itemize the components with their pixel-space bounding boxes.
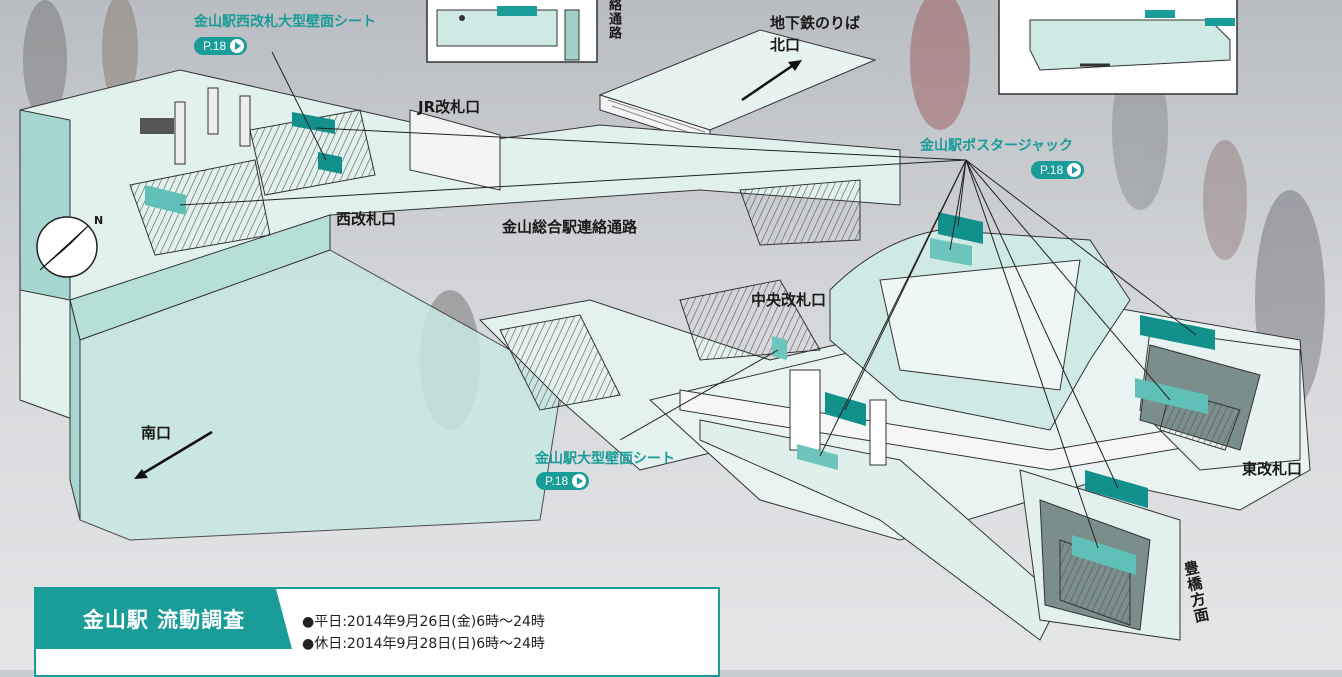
ad-panel xyxy=(1085,470,1148,508)
ad-panel xyxy=(318,152,342,174)
ad-panel xyxy=(1135,378,1208,414)
compass-north-label: N xyxy=(94,214,104,227)
compass-icon xyxy=(36,216,98,278)
ad-panel xyxy=(1072,535,1136,575)
survey-holiday: ●休日:2014年9月28日(日)6時〜24時 xyxy=(302,636,545,652)
inset-map-right xyxy=(998,0,1238,95)
ad-panel xyxy=(1140,315,1215,350)
south-exit-label: 南口 xyxy=(141,424,172,442)
page-ref: P.18 xyxy=(203,39,227,53)
ad-panels xyxy=(145,112,1215,575)
east-gate-label: 東改札口 xyxy=(1242,460,1303,478)
poster-jack-page-link[interactable]: P.18 xyxy=(1031,161,1085,179)
ad-panel xyxy=(938,212,983,244)
inset-map-left xyxy=(426,0,598,63)
flow-survey-box: 金山駅 流動調査 ●平日:2014年9月26日(金)6時〜24時 ●休日:201… xyxy=(34,587,720,677)
wall-sheet-callout-title: 金山駅大型壁面シート xyxy=(535,451,675,467)
arrow-right-icon xyxy=(230,39,245,53)
poster-jack-callout-title: 金山駅ポスタージャック xyxy=(920,138,1074,154)
west-wall-page-link[interactable]: P.18 xyxy=(194,37,248,55)
north-arrow-head xyxy=(788,60,802,71)
south-arrow-head xyxy=(134,469,148,479)
ad-panel xyxy=(772,336,787,360)
direction-arrows xyxy=(134,60,802,479)
subway-label: 地下鉄のりば xyxy=(770,14,861,32)
callout-leaders xyxy=(179,51,1197,549)
ad-panel xyxy=(797,444,838,470)
survey-weekday: ●平日:2014年9月26日(金)6時〜24時 xyxy=(302,614,545,630)
arrow-right-icon xyxy=(572,474,587,488)
passage-top-label: 絡通路 xyxy=(606,0,621,40)
arrow-right-icon xyxy=(1067,163,1082,177)
central-structure xyxy=(478,179,1311,641)
survey-title: 金山駅 流動調査 xyxy=(36,589,292,649)
north-exit-label: 北口 xyxy=(770,36,801,54)
west-wall-callout-title: 金山駅西改札大型壁面シート xyxy=(194,14,376,30)
west-wing xyxy=(19,69,901,541)
central-gate-label: 中央改札口 xyxy=(751,291,827,309)
page-ref: P.18 xyxy=(1040,163,1064,177)
wall-sheet-page-link[interactable]: P.18 xyxy=(536,472,590,490)
page-ref: P.18 xyxy=(545,474,569,488)
ad-panel xyxy=(145,185,186,215)
west-gate-label: 西改札口 xyxy=(336,210,397,228)
ad-panel xyxy=(930,238,972,266)
jr-gate-label: JR改札口 xyxy=(418,98,481,116)
passage-label: 金山総合駅連絡通路 xyxy=(502,218,638,236)
